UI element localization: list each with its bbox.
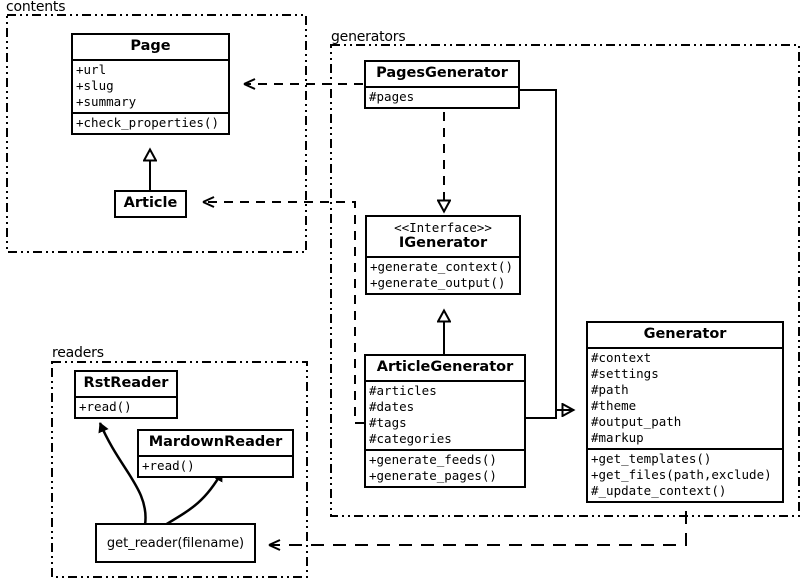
class-member: +generate_pages() xyxy=(369,467,497,483)
class-methods-igenerator: +generate_context() +generate_output() xyxy=(367,255,519,293)
class-member: #dates xyxy=(369,398,415,414)
class-member: +summary xyxy=(76,93,137,109)
class-member: +generate_output() xyxy=(370,274,506,290)
class-attributes-page: +url +slug +summary xyxy=(73,58,228,112)
edge-articlegenerator-inherits-generator xyxy=(526,409,574,419)
class-title-article: Article xyxy=(123,195,178,211)
class-member: #tags xyxy=(369,414,407,430)
class-member: #context xyxy=(591,349,652,365)
class-box-igenerator[interactable]: <<Interface>> IGenerator +generate_conte… xyxy=(365,215,521,295)
edge-generator-depends-getreader xyxy=(268,511,687,551)
class-box-rstreader[interactable]: RstReader +read() xyxy=(74,370,178,419)
class-box-articlegenerator[interactable]: ArticleGenerator #articles #dates #tags … xyxy=(364,354,526,488)
class-methods-rstreader: +read() xyxy=(76,395,176,417)
class-member: #theme xyxy=(591,397,637,413)
class-member: +get_files(path,exclude) xyxy=(591,466,772,482)
class-title-rstreader: RstReader xyxy=(83,375,169,391)
class-methods-page: +check_properties() xyxy=(73,111,228,133)
package-label-contents: contents xyxy=(6,0,66,15)
class-member: #articles xyxy=(369,382,437,398)
class-name-igenerator: IGenerator xyxy=(398,235,488,251)
class-member: +slug xyxy=(76,77,114,93)
class-member: #path xyxy=(591,381,629,397)
class-title-page: Page xyxy=(130,38,171,54)
class-title-pagesgenerator: PagesGenerator xyxy=(376,65,508,81)
class-box-mardownreader[interactable]: MardownReader +read() xyxy=(137,429,294,478)
class-box-article[interactable]: Article xyxy=(114,190,187,218)
class-member: #output_path xyxy=(591,413,682,429)
edge-getreader-creates-mardownreader xyxy=(164,471,224,527)
class-member: +generate_context() xyxy=(370,258,513,274)
class-member: +generate_feeds() xyxy=(369,451,497,467)
class-member: #categories xyxy=(369,430,452,446)
edge-pagesgenerator-inherits-generator xyxy=(520,89,574,410)
class-box-generator[interactable]: Generator #context #settings #path #them… xyxy=(586,321,784,503)
class-member: +url xyxy=(76,61,107,77)
class-member: +read() xyxy=(79,398,132,414)
class-member: #pages xyxy=(369,88,415,104)
class-member: #markup xyxy=(591,429,644,445)
class-member: #settings xyxy=(591,365,659,381)
class-attributes-pagesgenerator: #pages xyxy=(366,85,518,107)
class-title-generator: Generator xyxy=(643,326,727,342)
class-title-articlegenerator: ArticleGenerator xyxy=(376,359,514,375)
class-box-pagesgenerator[interactable]: PagesGenerator #pages xyxy=(364,60,520,109)
function-label-get-reader: get_reader(filename) xyxy=(106,535,245,551)
class-methods-mardownreader: +read() xyxy=(139,454,292,476)
class-methods-generator: +get_templates() +get_files(path,exclude… xyxy=(588,447,782,501)
class-member: +read() xyxy=(142,457,195,473)
class-member: +check_properties() xyxy=(76,114,219,130)
class-methods-articlegenerator: +generate_feeds() +generate_pages() xyxy=(366,448,524,486)
function-box-get-reader[interactable]: get_reader(filename) xyxy=(95,523,256,563)
class-member: +get_templates() xyxy=(591,450,712,466)
class-member: #_update_context() xyxy=(591,482,727,498)
class-attributes-generator: #context #settings #path #theme #output_… xyxy=(588,346,782,448)
package-label-readers: readers xyxy=(52,345,104,361)
package-label-generators: generators xyxy=(331,29,406,45)
class-title-mardownreader: MardownReader xyxy=(148,434,283,450)
class-title-igenerator: <<Interface>> IGenerator xyxy=(367,217,519,256)
class-attributes-articlegenerator: #articles #dates #tags #categories xyxy=(366,379,524,449)
class-box-page[interactable]: Page +url +slug +summary +check_properti… xyxy=(71,33,230,135)
edge-articlegenerator-depends-article xyxy=(202,196,364,424)
class-stereotype-igenerator: <<Interface>> xyxy=(394,220,492,235)
